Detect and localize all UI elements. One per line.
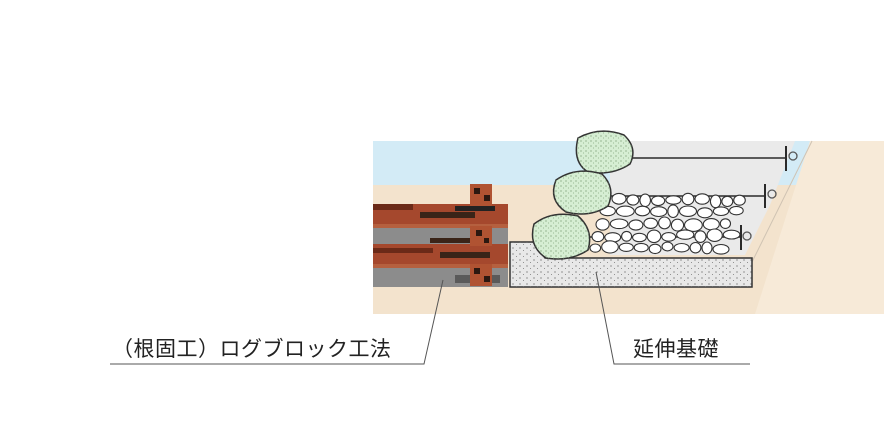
small-stone — [721, 195, 734, 208]
small-stone — [639, 193, 652, 208]
small-stone — [628, 219, 644, 231]
small-stone — [661, 232, 677, 242]
small-stone — [648, 243, 662, 255]
slope-line — [751, 140, 813, 263]
log-blocks — [373, 184, 508, 287]
small-stone — [729, 205, 744, 216]
small-stone — [646, 229, 662, 244]
small-stone — [661, 241, 674, 252]
leader-log-block — [110, 279, 444, 365]
small-stone — [696, 207, 713, 219]
small-stone — [706, 228, 723, 242]
small-stone — [709, 194, 722, 209]
log-block-method-label: （根固工）ログブロック工法 — [112, 337, 392, 361]
small-stone — [670, 218, 685, 232]
small-stone — [719, 218, 732, 229]
small-stone — [611, 192, 627, 205]
small-stone — [676, 229, 695, 240]
small-stone — [595, 218, 610, 231]
small-stone — [733, 194, 746, 206]
small-stone — [689, 241, 702, 254]
boulder-top — [575, 130, 634, 174]
leader-foundation — [595, 271, 750, 365]
small-stone — [632, 232, 647, 243]
leader-lines — [110, 271, 750, 365]
small-stone — [694, 230, 707, 243]
stone-filling — [589, 192, 746, 255]
small-stone — [615, 205, 635, 217]
anchor-rings — [742, 151, 798, 241]
small-stone — [694, 193, 710, 205]
small-stone — [618, 242, 634, 252]
small-stone — [650, 195, 666, 207]
small-stone — [650, 206, 668, 218]
extended-foundation-label: 延伸基礎 — [633, 337, 719, 361]
small-stone — [683, 218, 703, 232]
small-stone — [589, 243, 602, 253]
small-stone — [678, 205, 698, 217]
small-stone — [601, 240, 619, 254]
small-stone — [681, 192, 695, 206]
boulder-bottom — [531, 213, 591, 260]
boulders — [531, 130, 634, 260]
small-stone — [633, 242, 649, 253]
small-stone — [665, 195, 682, 205]
small-stone — [712, 243, 730, 255]
small-stone — [702, 218, 720, 231]
small-stone — [658, 216, 671, 230]
small-stone — [626, 194, 640, 206]
small-stone — [609, 218, 629, 230]
boulder-middle — [552, 170, 612, 215]
bank-slope — [755, 141, 884, 314]
small-stone — [621, 230, 633, 242]
small-stone — [701, 241, 713, 255]
small-stone — [722, 229, 741, 240]
small-stone — [712, 206, 730, 217]
small-stone — [591, 231, 605, 243]
small-stone — [667, 204, 679, 219]
small-stone — [634, 205, 651, 217]
small-stone — [673, 242, 690, 253]
small-stone — [643, 217, 659, 229]
